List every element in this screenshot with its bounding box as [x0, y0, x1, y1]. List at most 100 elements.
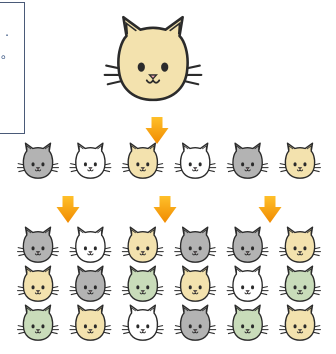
nose: [140, 329, 146, 332]
nose: [88, 167, 93, 170]
cat-head: [284, 226, 316, 263]
generation-2a: [17, 226, 321, 263]
eye-left: [31, 285, 35, 290]
eye-left: [31, 162, 35, 167]
kitten-head: [17, 226, 59, 263]
eye-left: [83, 246, 87, 251]
eye-left: [136, 324, 140, 329]
mouth: [139, 331, 146, 334]
eye-right: [303, 246, 307, 251]
eye-left: [136, 162, 140, 167]
eye-right: [251, 162, 255, 167]
kitten-head: [17, 142, 59, 179]
mouth: [139, 253, 146, 256]
mouth: [296, 292, 304, 295]
arrow-group: [56, 117, 282, 223]
nose: [148, 74, 158, 80]
eye-left: [31, 324, 35, 329]
kitten-head: [17, 304, 59, 341]
cat-head: [179, 142, 211, 179]
kitten-head: [69, 142, 112, 179]
kitten-head: [226, 304, 269, 341]
eye-right: [198, 324, 202, 329]
cat-head: [75, 226, 106, 263]
nose: [245, 290, 250, 293]
cat-head: [22, 304, 54, 341]
eye-left: [83, 162, 87, 167]
mouth: [87, 253, 94, 256]
eye-left: [293, 285, 297, 290]
eye-left: [241, 162, 245, 167]
nose: [297, 290, 303, 293]
eye-right: [303, 162, 307, 167]
mouth: [87, 169, 94, 172]
mouth: [87, 292, 94, 295]
cat-head: [75, 265, 106, 302]
eye-right: [198, 285, 202, 290]
middle-arrow: [153, 196, 177, 223]
eye-left: [188, 162, 192, 167]
cat-head: [232, 226, 263, 263]
mouth: [34, 331, 42, 334]
generation-2c: [17, 304, 321, 341]
eye-right: [93, 162, 97, 167]
eye-right: [251, 246, 255, 251]
cat-head: [22, 142, 54, 179]
mouth: [296, 331, 304, 334]
cat-head: [127, 142, 159, 179]
eye-left: [31, 246, 35, 251]
eye-right: [251, 285, 255, 290]
eye-right: [93, 246, 97, 251]
nose: [245, 329, 250, 332]
kitten-head: [226, 265, 269, 302]
eye-right: [41, 162, 45, 167]
eye-left: [136, 246, 140, 251]
eye-right: [146, 162, 150, 167]
nose: [35, 251, 41, 254]
nose: [140, 167, 146, 170]
mouth: [34, 169, 42, 172]
eye-right: [198, 246, 202, 251]
eye-left: [83, 324, 87, 329]
mouth: [34, 292, 42, 295]
eye-right: [146, 285, 150, 290]
kitten-head: [226, 226, 269, 263]
mouth: [192, 292, 199, 295]
kitten-rows: [17, 142, 321, 341]
mouth: [87, 331, 94, 334]
cat-head: [75, 142, 106, 179]
eye-right: [146, 324, 150, 329]
kitten-head: [121, 226, 164, 263]
mouth: [244, 331, 251, 334]
mouth: [296, 253, 304, 256]
nose: [297, 251, 303, 254]
kitten-head: [226, 142, 269, 179]
mouth: [139, 292, 146, 295]
mouth: [34, 253, 42, 256]
cat-head: [179, 304, 211, 341]
cat-head: [22, 226, 54, 263]
eye-left: [188, 246, 192, 251]
cat-head: [22, 265, 54, 302]
nose: [192, 167, 198, 170]
cat-head: [127, 226, 159, 263]
eye-left: [293, 162, 297, 167]
note-text: . 。: [0, 25, 13, 61]
cat-head: [284, 304, 316, 341]
eye-right: [303, 285, 307, 290]
nose: [192, 290, 198, 293]
eye-left: [137, 62, 145, 72]
mouth: [296, 169, 304, 172]
kitten-head: [174, 304, 217, 341]
right-arrow: [258, 196, 282, 223]
eye-right: [41, 246, 45, 251]
eye-left: [188, 285, 192, 290]
cat-head: [232, 142, 263, 179]
kitten-head: [121, 265, 164, 302]
cat-head: [127, 265, 159, 302]
cat-head: [179, 265, 211, 302]
eye-right: [198, 162, 202, 167]
nose: [35, 290, 41, 293]
parent-cat: [103, 15, 203, 102]
